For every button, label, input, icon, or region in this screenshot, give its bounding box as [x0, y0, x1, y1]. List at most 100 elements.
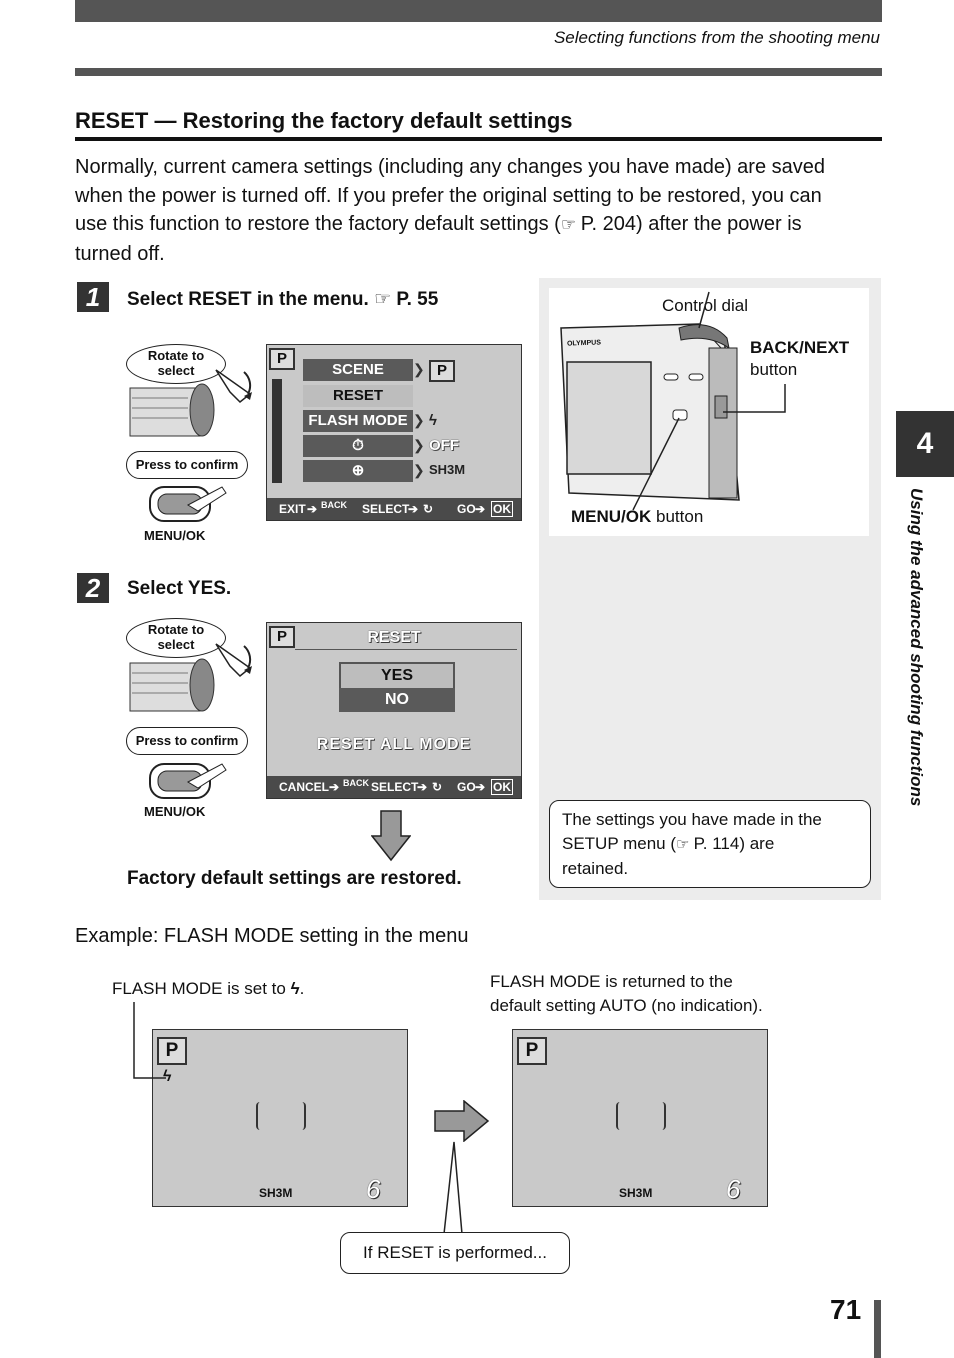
page-ref-icon: ☞: [560, 215, 581, 234]
intro-text: P. 204) after the power is: [580, 213, 802, 235]
header-bottom-bar: [75, 68, 882, 76]
title-underline: [75, 137, 882, 141]
dial-icon: ↻: [423, 502, 434, 516]
dial-illustration: [128, 380, 218, 442]
if-reset-box: If RESET is performed...: [340, 1232, 570, 1274]
reset-footer: CANCEL ➔ BACK SELECT ➔ ↻ GO ➔ OK: [267, 776, 521, 798]
program-mode-icon: P: [157, 1037, 187, 1065]
select-label: SELECT: [362, 502, 410, 516]
right-label-line: FLASH MODE is returned to the: [490, 972, 733, 991]
chevron-right-icon: ❯: [413, 437, 425, 453]
flash-indicator-icon: ϟ: [163, 1068, 172, 1085]
menu-item-flash-mode[interactable]: FLASH MODE: [303, 410, 413, 432]
dial-drawing: [129, 383, 215, 437]
af-frame: [256, 1102, 306, 1130]
menuok-label: MENU/OK: [144, 528, 206, 543]
arrow-right-icon: [434, 1099, 490, 1143]
chapter-title: Using the advanced shooting functions: [907, 488, 926, 807]
quality-indicator: SH3M: [259, 1186, 293, 1200]
intro-line: turned off.: [75, 242, 165, 265]
left-label-text: FLASH MODE is set to: [112, 979, 286, 998]
note-text: P. 114) are: [693, 834, 775, 853]
ok-button-illustration: [148, 760, 228, 800]
option-yes[interactable]: YES: [339, 662, 455, 690]
dial-drawing: [129, 658, 215, 712]
note-line: The settings you have made in the: [562, 810, 822, 829]
intro-line: use this function to restore the factory…: [75, 210, 885, 240]
camera-figure: Control dial BACK/NEXT button MENU/OK bu…: [549, 288, 869, 536]
rotate-bubble: Rotate to select: [126, 618, 226, 658]
ok-label: OK: [491, 779, 513, 795]
chapter-number: 4: [916, 427, 934, 460]
cancel-label: CANCEL: [279, 780, 329, 794]
go-label: GO: [457, 502, 476, 516]
reset-caption: RESET ALL MODE: [316, 736, 472, 753]
rotate-bubble: Rotate to select: [126, 344, 226, 384]
ok-label: OK: [491, 501, 513, 517]
ok-button-drawing: [149, 486, 227, 522]
page-number-bar: [874, 1300, 881, 1358]
menu-item-self-timer[interactable]: ⏱: [303, 435, 413, 457]
quality-value: SH3M: [429, 462, 466, 477]
header-top-bar: [75, 0, 882, 22]
ok-button-drawing: [149, 763, 227, 799]
shots-remaining: 6: [366, 1174, 381, 1204]
arrow-right-icon: ➔: [417, 780, 428, 794]
program-mode-icon: P: [269, 348, 295, 370]
flash-value-icon: ϟ: [429, 412, 437, 429]
period: .: [299, 979, 305, 998]
menu-footer: EXIT ➔ BACK SELECT ➔ ↻ GO ➔ OK: [267, 498, 521, 520]
right-label-line: default setting AUTO (no indication).: [490, 996, 763, 1015]
select-label: SELECT: [371, 780, 419, 794]
dial-illustration: [128, 655, 218, 717]
rotate-label: Rotate to select: [147, 622, 205, 652]
arrow-right-icon: ➔: [475, 502, 486, 516]
chapter-tab: 4: [896, 411, 954, 477]
option-no[interactable]: NO: [339, 688, 455, 712]
camera-brand: OLYMPUS: [566, 339, 602, 348]
callout-pointer: [443, 1141, 463, 1235]
result-text: Factory default settings are restored.: [127, 868, 462, 889]
af-frame: [616, 1102, 666, 1130]
screen-after: P SH3M 6: [512, 1029, 768, 1207]
flash-icon: ϟ: [290, 979, 300, 998]
menuok-callout: MENU/OK button: [571, 507, 703, 527]
note-text: SETUP menu (: [562, 834, 677, 853]
scene-value-p: P: [429, 360, 455, 382]
back-label: BACK: [343, 778, 369, 788]
press-bubble: Press to confirm: [126, 727, 248, 755]
arrow-right-icon: ➔: [408, 502, 419, 516]
reset-title: RESET: [367, 629, 421, 646]
intro-paragraph: Normally, current camera settings (inclu…: [75, 153, 885, 268]
arrow-right-icon: ➔: [307, 502, 318, 516]
right-label: FLASH MODE is returned to the default se…: [490, 970, 763, 1018]
intro-text: use this function to restore the factory…: [75, 213, 561, 235]
menuok-button-label: button: [656, 507, 704, 526]
step-number: 1: [77, 282, 109, 312]
page-number: 71: [830, 1294, 862, 1325]
back-next-label: BACK/NEXT: [750, 338, 850, 357]
menu-item-quality[interactable]: ⊕: [303, 460, 413, 482]
menu-item-reset[interactable]: RESET: [303, 385, 413, 407]
camera-drawing: [560, 291, 786, 511]
rotate-label: Rotate to select: [147, 348, 205, 378]
program-mode-icon: P: [517, 1037, 547, 1065]
step1-ref: P. 55: [396, 289, 439, 310]
back-next-button-label: button: [750, 360, 798, 379]
step-number: 2: [77, 573, 109, 603]
intro-line: Normally, current camera settings (inclu…: [75, 156, 825, 178]
arrow-right-icon: ➔: [475, 780, 486, 794]
press-label: Press to confirm: [135, 733, 239, 748]
reset-screen: P RESET YES NO RESET ALL MODE CANCEL ➔ B…: [266, 622, 522, 799]
menu-item-scene-select[interactable]: SCENE SELECT: [303, 359, 413, 400]
press-label: Press to confirm: [135, 457, 239, 472]
menu-screen: P SCENE SELECT RESET FLASH MODE ⏱ ⊕ ❯ ❯ …: [266, 344, 522, 521]
menuok-callout-label: MENU/OK: [571, 507, 652, 526]
if-reset-label: If RESET is performed...: [363, 1243, 547, 1262]
shots-remaining: 6: [726, 1174, 741, 1204]
section-title: RESET — Restoring the factory default se…: [75, 108, 573, 133]
note-line: SETUP menu (☞ P. 114) are: [562, 832, 858, 857]
note-line: retained.: [562, 859, 629, 878]
title-divider: [295, 649, 517, 650]
example-title: Example: FLASH MODE setting in the menu: [75, 925, 469, 947]
